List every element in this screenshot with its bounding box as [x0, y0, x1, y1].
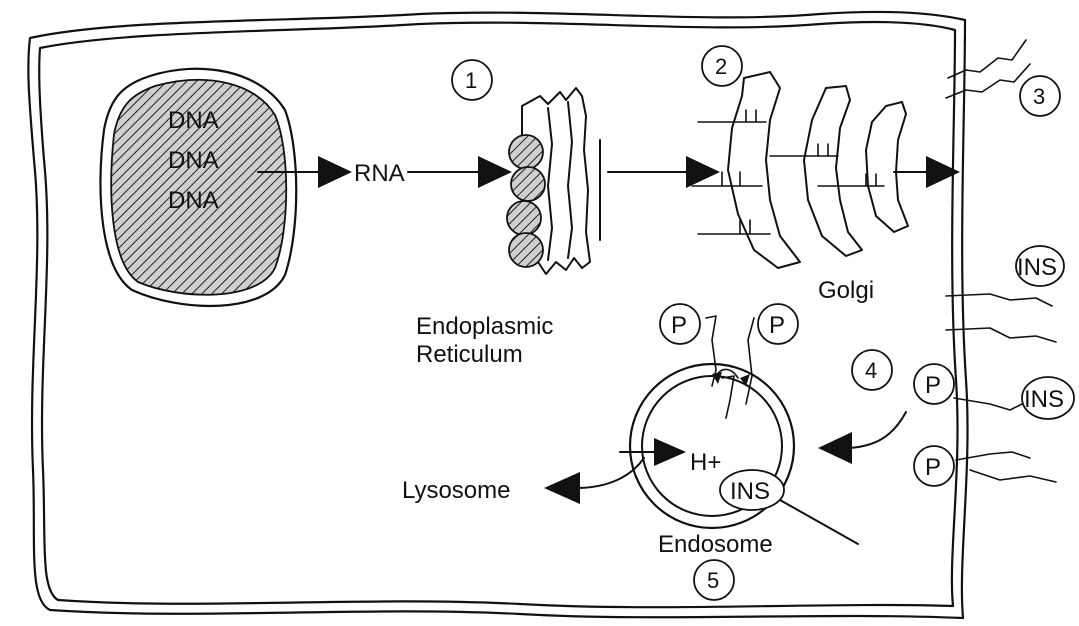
arrow-rna-to-er — [408, 156, 512, 188]
svg-text:5: 5 — [707, 568, 719, 593]
insulin-label-2: INS — [1024, 386, 1064, 413]
ribosome — [507, 201, 541, 235]
dna-label-1: DNA — [168, 107, 219, 134]
arrow-golgi-to-membrane — [894, 156, 960, 188]
endoplasmic-reticulum — [507, 88, 600, 274]
phosphate-label-4: P — [925, 454, 941, 481]
endosome-label: Endosome — [658, 531, 773, 558]
er-label-line-1: Endoplasmic — [416, 313, 553, 340]
phosphate-label-1: P — [671, 312, 687, 339]
phosphate-label-3: P — [925, 372, 941, 399]
insulin-label-3: INS — [730, 478, 770, 505]
phosphate-label-2: P — [769, 312, 785, 339]
svg-text:1: 1 — [465, 68, 477, 93]
svg-text:4: 4 — [865, 358, 877, 383]
step-5-marker: 5 — [694, 560, 734, 600]
svg-text:3: 3 — [1033, 84, 1045, 109]
step-1-marker: 1 — [452, 60, 492, 100]
lysosome-label: Lysosome — [402, 477, 511, 504]
membrane-receptors-top — [946, 40, 1030, 98]
insulin-receptor-lower: P P INS — [914, 364, 1074, 486]
golgi-apparatus — [692, 72, 908, 268]
svg-text:2: 2 — [715, 54, 727, 79]
ribosome — [511, 167, 545, 201]
step-4-marker: 4 — [852, 350, 892, 390]
nucleus: DNA DNA DNA — [100, 69, 296, 306]
insulin-label-1: INS — [1017, 254, 1057, 281]
golgi-label: Golgi — [818, 277, 874, 304]
ribosome — [509, 135, 543, 169]
arrow-to-lysosome — [544, 458, 644, 504]
rna-label: RNA — [354, 160, 405, 187]
dna-label-2: DNA — [168, 147, 219, 174]
endosome: P P INS — [630, 304, 858, 544]
step-3-marker: 3 — [1020, 76, 1060, 116]
dna-label-3: DNA — [168, 187, 219, 214]
step-2-marker: 2 — [702, 46, 742, 86]
er-label-line-2: Reticulum — [416, 341, 523, 368]
ribosome — [509, 233, 543, 267]
arrow-er-to-golgi — [608, 156, 720, 188]
arrow-internalization — [818, 412, 906, 464]
hplus-label: H+ — [690, 449, 721, 476]
